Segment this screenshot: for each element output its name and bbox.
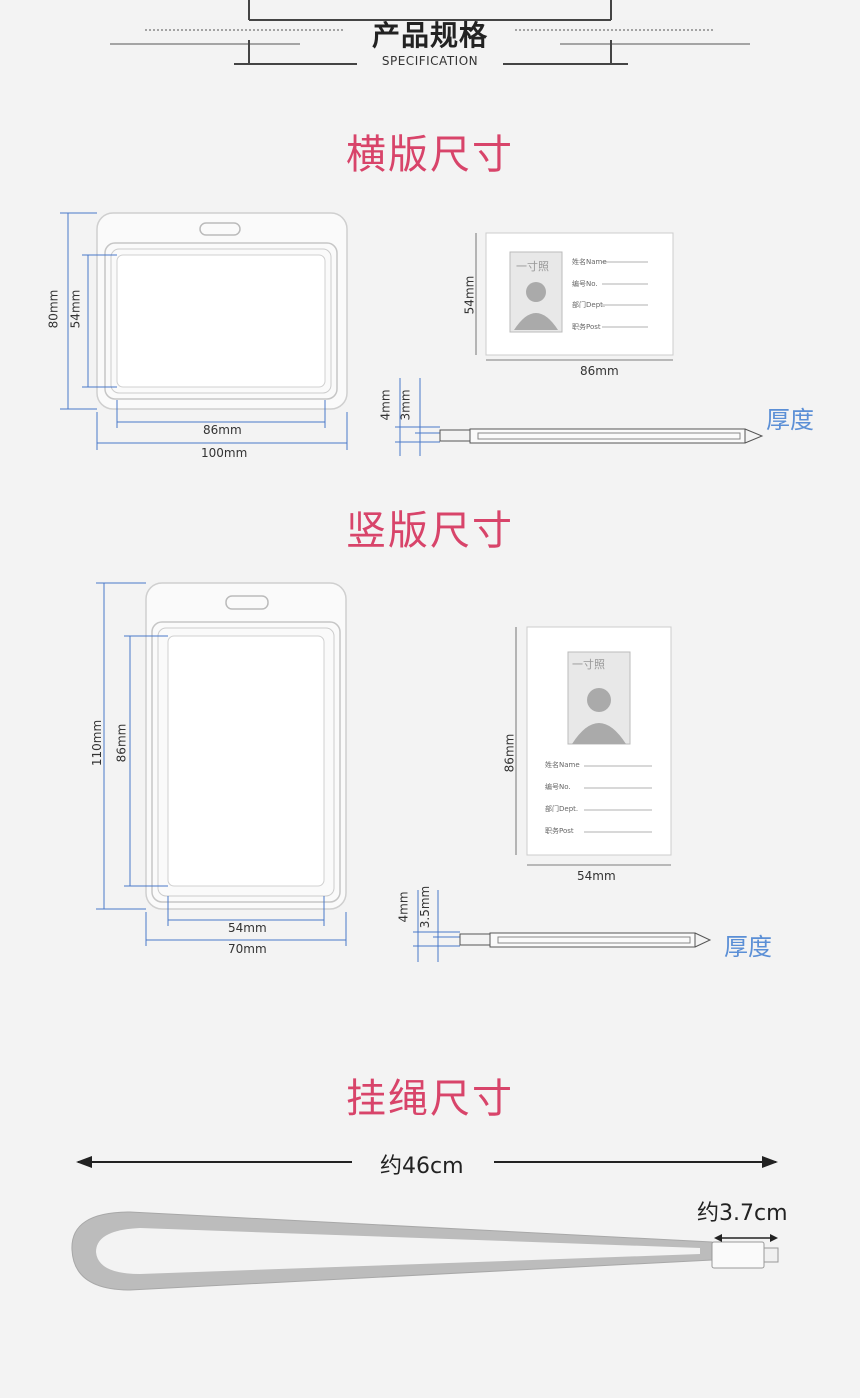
vertical-badge-drawing bbox=[96, 582, 712, 962]
vcard-photo-label: 一寸照 bbox=[572, 658, 605, 671]
vcard-dept-field: 部门Dept. bbox=[545, 805, 579, 813]
horizontal-thickness-label: 厚度 bbox=[766, 406, 814, 434]
card-photo-label: 一寸照 bbox=[516, 260, 549, 273]
page-title: 产品规格 bbox=[371, 19, 488, 52]
vertical-thickness-label: 厚度 bbox=[724, 933, 772, 961]
horizontal-badge-drawing bbox=[60, 212, 764, 456]
card-number-field: 编号No. bbox=[572, 280, 598, 288]
card-dept-field: 部门Dept. bbox=[572, 301, 606, 309]
horizontal-outer-width: 100mm bbox=[201, 446, 248, 460]
card-post-field: 职务Post bbox=[572, 323, 601, 331]
horizontal-card-width: 86mm bbox=[580, 364, 619, 378]
page-subtitle: SPECIFICATION bbox=[381, 54, 479, 68]
vertical-outer-width: 70mm bbox=[228, 942, 267, 956]
vcard-name-field: 姓名Name bbox=[545, 761, 580, 769]
vcard-post-field: 职务Post bbox=[545, 827, 574, 835]
lanyard-width: 约3.7cm bbox=[697, 1201, 788, 1226]
card-name-field: 姓名Name bbox=[572, 258, 607, 266]
lanyard-section-title: 挂绳尺寸 bbox=[346, 1076, 514, 1122]
vertical-inner-width: 54mm bbox=[228, 921, 267, 935]
horizontal-section-title: 横版尺寸 bbox=[346, 132, 514, 178]
vcard-number-field: 编号No. bbox=[545, 783, 571, 791]
horizontal-inner-width: 86mm bbox=[203, 423, 242, 437]
header-decoration bbox=[110, 0, 750, 65]
lanyard-length: 约46cm bbox=[380, 1154, 464, 1179]
vertical-card-width: 54mm bbox=[577, 869, 616, 883]
vertical-section-title: 竖版尺寸 bbox=[346, 508, 514, 554]
